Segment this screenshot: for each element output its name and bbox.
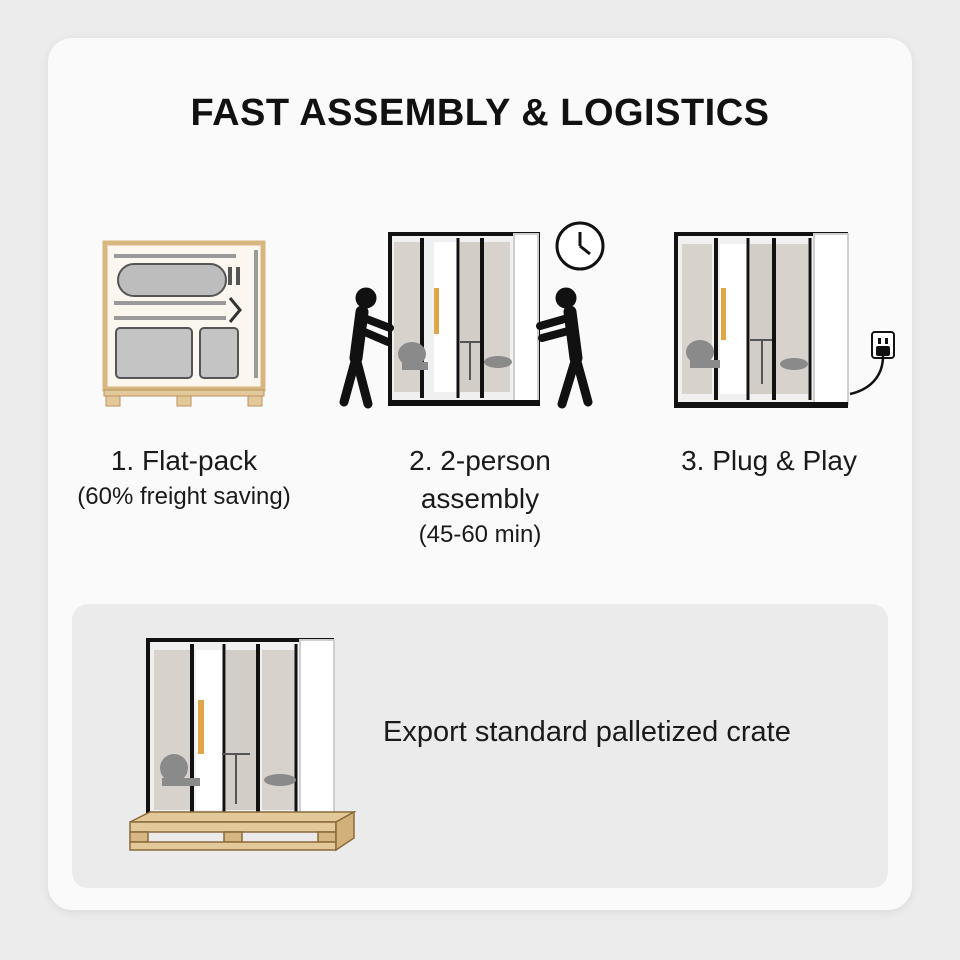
step-2-title-line1: 2. 2-person (409, 445, 551, 476)
step-2-label: 2. 2-person assembly (45-60 min) (330, 442, 630, 552)
worker-right-icon (536, 287, 593, 409)
step-1-title: 1. Flat-pack (110, 445, 258, 476)
clock-icon (555, 221, 605, 271)
two-person-assembly-icon (339, 221, 605, 409)
page-title: FAST ASSEMBLY & LOGISTICS (190, 92, 770, 134)
step-2-title-line2: assembly (420, 483, 540, 514)
step-1-subtitle: (60% freight saving) (77, 483, 291, 510)
step-1-label: 1. Flat-pack (60% freight saving) (40, 442, 328, 514)
power-outlet-icon (871, 331, 895, 359)
worker-left-icon (339, 287, 394, 409)
step-2-subtitle: (45-60 min) (418, 521, 542, 548)
step-3-label: 3. Plug & Play (624, 442, 914, 480)
plugged-in-booth-icon (674, 232, 895, 408)
flat-pack-crate-icon (102, 240, 266, 407)
step-3-title: 3. Plug & Play (681, 445, 857, 476)
export-label: Export standard palletized crate (383, 716, 791, 748)
booth-on-pallet-icon (129, 638, 357, 852)
